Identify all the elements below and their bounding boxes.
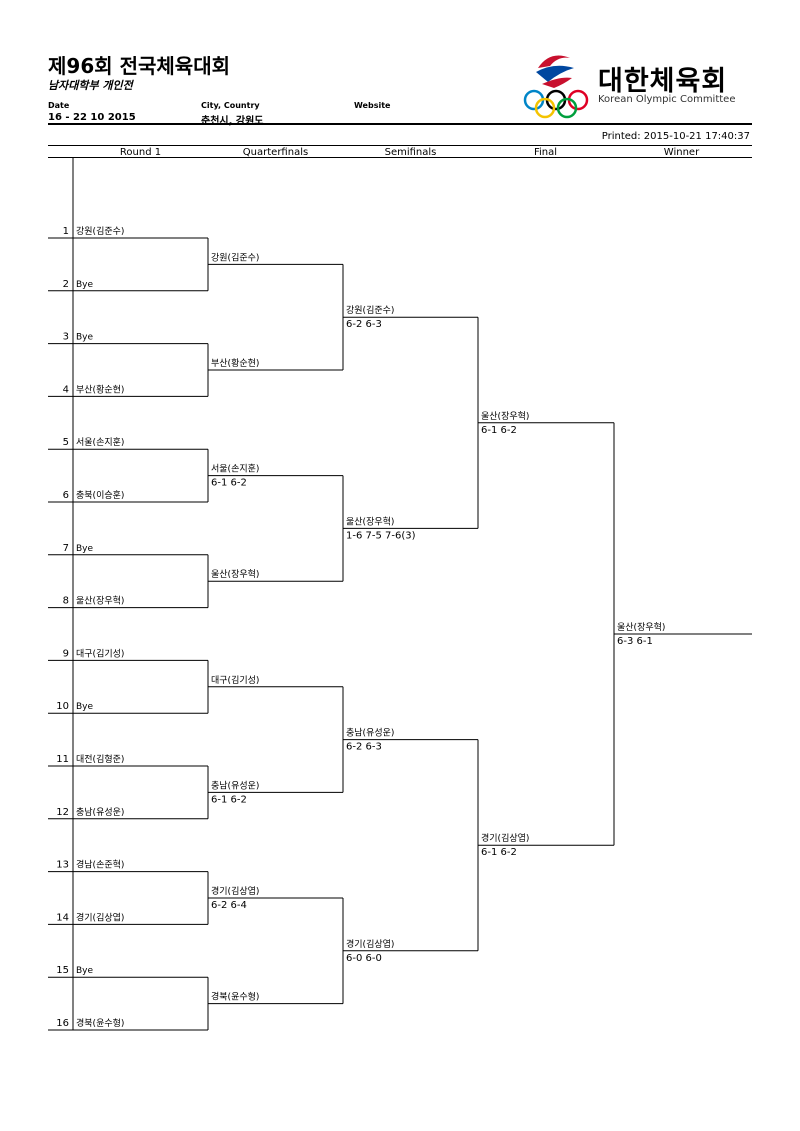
seed-number: 16: [56, 1018, 69, 1029]
seed-number: 4: [63, 384, 69, 395]
quarterfinal-score: 6-2 6-4: [211, 900, 247, 911]
seed-number: 2: [63, 279, 69, 290]
round1-player: Bye: [76, 966, 94, 976]
round-header-5: Winner: [663, 147, 700, 158]
seed-number: 12: [56, 807, 69, 818]
round1-player: Bye: [76, 702, 94, 712]
round1-player: Bye: [76, 544, 94, 554]
final-player: 울산(장우혁): [481, 411, 529, 422]
quarterfinal-score: 6-1 6-2: [211, 794, 247, 805]
final-player: 경기(김상엽): [481, 832, 529, 844]
city-value: 춘천시, 강원도: [201, 116, 264, 127]
quarterfinal-player: 강원(김준수): [211, 251, 259, 263]
page-title: 제96회 전국체육대회: [48, 54, 230, 78]
quarterfinal-player: 서울(손지훈): [211, 463, 259, 475]
seed-number: 3: [63, 332, 69, 343]
semifinal-score: 1-6 7-5 7-6(3): [346, 530, 416, 541]
seed-number: 8: [63, 596, 69, 607]
semifinal-score: 6-2 6-3: [346, 742, 382, 753]
quarterfinal-player: 부산(황순현): [211, 358, 259, 369]
seed-number: 5: [63, 437, 69, 448]
quarterfinal-player: 울산(장우혁): [211, 569, 259, 580]
seed-number: 10: [56, 701, 69, 712]
quarterfinal-player: 경북(윤수형): [211, 991, 259, 1003]
semifinal-player: 경기(김상엽): [346, 938, 394, 950]
round1-player: 대구(김기성): [76, 647, 124, 659]
semifinal-score: 6-2 6-3: [346, 319, 382, 330]
round1-player: Bye: [76, 333, 94, 343]
seed-number: 7: [63, 543, 69, 554]
quarterfinal-score: 6-1 6-2: [211, 478, 247, 489]
round1-player: 서울(손지훈): [76, 436, 124, 448]
round1-player: 경남(손준혁): [76, 859, 124, 871]
seed-number: 9: [63, 648, 69, 659]
semifinal-player: 울산(장우혁): [346, 516, 394, 527]
seed-number: 15: [56, 965, 69, 976]
rounds-rule-bottom: [48, 157, 752, 158]
round-header-1: Round 1: [119, 147, 162, 158]
seed-number: 13: [56, 860, 69, 871]
final-score: 6-1 6-2: [481, 847, 517, 858]
website-label: Website: [354, 101, 391, 110]
round1-player: 대전(김형준): [76, 753, 124, 765]
round1-player: Bye: [76, 280, 94, 290]
seed-number: 6: [63, 490, 69, 501]
round1-player: 충남(유성운): [76, 807, 124, 818]
city-label: City, Country: [201, 101, 260, 110]
olympic-logo-icon: [520, 50, 592, 120]
round-header-4: Final: [533, 147, 558, 158]
header-rule: [48, 123, 752, 125]
date-value: 16 - 22 10 2015: [48, 112, 136, 123]
quarterfinal-player: 충남(유성운): [211, 780, 259, 791]
round1-player: 경북(윤수형): [76, 1017, 124, 1029]
seed-number: 1: [63, 226, 69, 237]
final-score: 6-1 6-2: [481, 425, 517, 436]
round1-player: 울산(장우혁): [76, 596, 124, 607]
round1-player: 부산(황순현): [76, 384, 124, 395]
seed-number: 14: [56, 912, 69, 923]
printed-timestamp: Printed: 2015-10-21 17:40:37: [601, 131, 750, 142]
quarterfinal-player: 대구(김기성): [211, 674, 259, 686]
seed-number: 11: [56, 754, 69, 765]
semifinal-player: 충남(유성운): [346, 728, 394, 739]
date-label: Date: [48, 101, 70, 110]
logo-subtitle: Korean Olympic Committee: [598, 94, 736, 105]
round1-player: 강원(김준수): [76, 225, 124, 237]
semifinal-player: 강원(김준수): [346, 304, 394, 316]
round1-player: 경기(김상엽): [76, 911, 124, 923]
rounds-rule-top: [48, 145, 752, 146]
logo-name: 대한체육회: [598, 66, 728, 97]
winner-player: 울산(장우혁): [617, 622, 665, 633]
quarterfinal-player: 경기(김상엽): [211, 885, 259, 897]
round-header-2: Quarterfinals: [242, 147, 309, 158]
round-header-3: Semifinals: [384, 147, 437, 158]
semifinal-score: 6-0 6-0: [346, 953, 382, 964]
round1-player: 충북(이승훈): [76, 489, 124, 501]
page-subtitle: 남자대학부 개인전: [48, 79, 133, 92]
winner-score: 6-3 6-1: [617, 636, 653, 647]
